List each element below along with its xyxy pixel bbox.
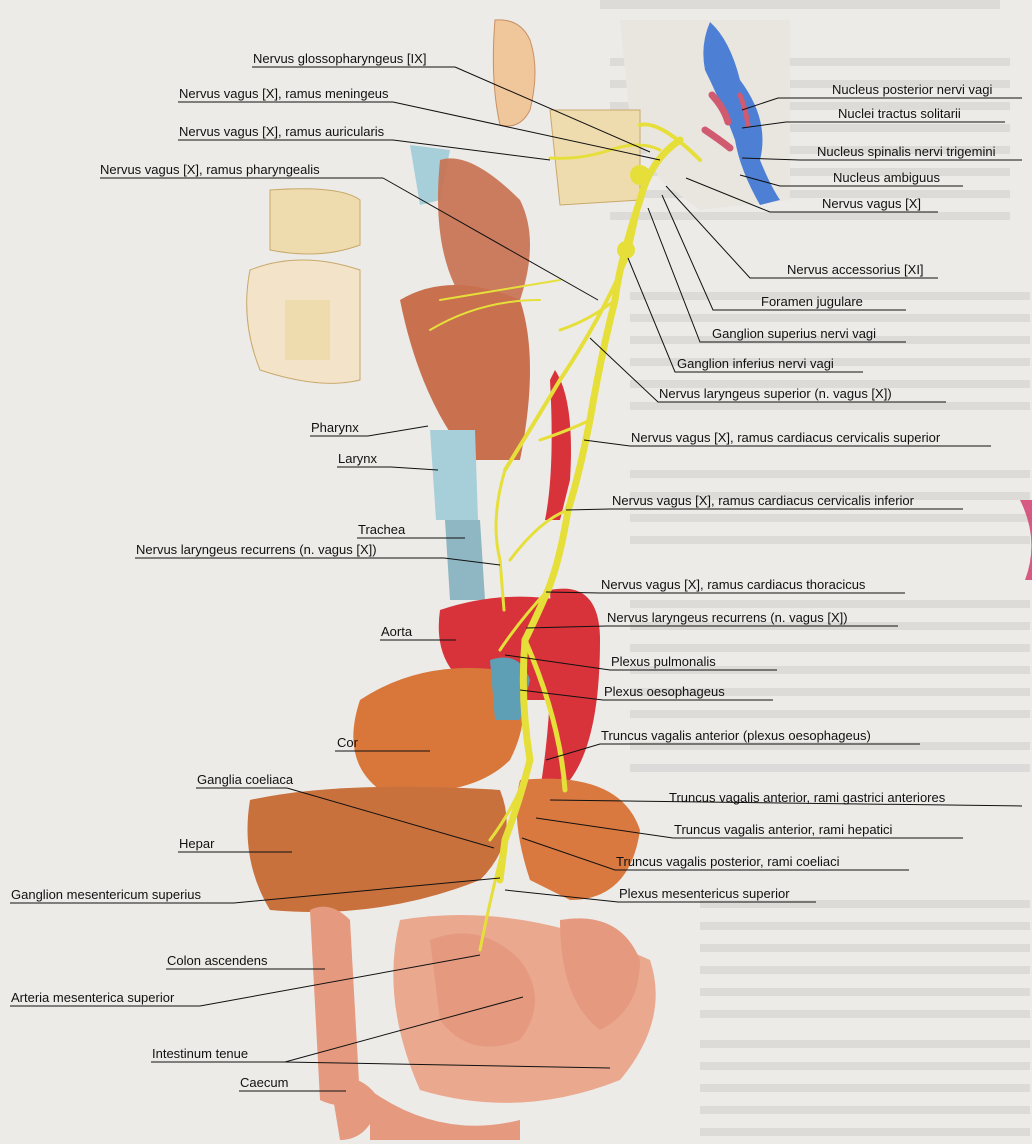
label-cardiacus-thoracicus: Nervus vagus [X], ramus cardiacus thorac… <box>601 577 866 592</box>
label-cardiacus-cervicalis-superior: Nervus vagus [X], ramus cardiacus cervic… <box>631 430 941 445</box>
label-cardiacus-cervicalis-inferior: Nervus vagus [X], ramus cardiacus cervic… <box>612 493 915 508</box>
label-pharynx: Pharynx <box>311 420 359 435</box>
label-ganglia-coeliaca: Ganglia coeliaca <box>197 772 294 787</box>
label-ganglion-inferius: Ganglion inferius nervi vagi <box>677 356 834 371</box>
label-intestinum-tenue: Intestinum tenue <box>152 1046 248 1061</box>
label-plexus-pulmonalis: Plexus pulmonalis <box>611 654 716 669</box>
label-arteria-mesenterica: Arteria mesenterica superior <box>11 990 175 1005</box>
label-truncus-hepatici: Truncus vagalis anterior, rami hepatici <box>674 822 893 837</box>
label-trachea: Trachea <box>358 522 406 537</box>
label-ganglion-superius: Ganglion superius nervi vagi <box>712 326 876 341</box>
label-truncus-coeliaci: Truncus vagalis posterior, rami coeliaci <box>616 854 840 869</box>
label-truncus-gastrici: Truncus vagalis anterior, rami gastrici … <box>669 790 946 805</box>
label-nervus-accessorius: Nervus accessorius [XI] <box>787 262 924 277</box>
label-larynx: Larynx <box>338 451 378 466</box>
label-truncus-anterior: Truncus vagalis anterior (plexus oesopha… <box>601 728 871 743</box>
label-aorta: Aorta <box>381 624 413 639</box>
label-vagus-auricularis: Nervus vagus [X], ramus auricularis <box>179 124 385 139</box>
label-foramen-jugulare: Foramen jugulare <box>761 294 863 309</box>
label-glossopharyngeus: Nervus glossopharyngeus [IX] <box>253 51 426 66</box>
label-laryngeus-superior: Nervus laryngeus superior (n. vagus [X]) <box>659 386 892 401</box>
label-hepar: Hepar <box>179 836 215 851</box>
label-nervus-vagus: Nervus vagus [X] <box>822 196 921 211</box>
label-laryngeus-recurrens-right: Nervus laryngeus recurrens (n. vagus [X]… <box>607 610 848 625</box>
label-vagus-pharyngealis: Nervus vagus [X], ramus pharyngealis <box>100 162 320 177</box>
label-colon-ascendens: Colon ascendens <box>167 953 268 968</box>
label-plexus-oesophageus: Plexus oesophageus <box>604 684 725 699</box>
label-laryngeus-recurrens-left: Nervus laryngeus recurrens (n. vagus [X]… <box>136 542 377 557</box>
label-ganglion-mesentericum: Ganglion mesentericum superius <box>11 887 202 902</box>
label-nucleus-spinalis: Nucleus spinalis nervi trigemini <box>817 144 996 159</box>
label-nuclei-tractus: Nuclei tractus solitarii <box>838 106 961 121</box>
label-nucleus-posterior: Nucleus posterior nervi vagi <box>832 82 993 97</box>
label-nucleus-ambiguus: Nucleus ambiguus <box>833 170 940 185</box>
label-cor: Cor <box>337 735 359 750</box>
label-plexus-mesentericus: Plexus mesentericus superior <box>619 886 790 901</box>
label-vagus-meningeus: Nervus vagus [X], ramus meningeus <box>179 86 389 101</box>
label-caecum: Caecum <box>240 1075 288 1090</box>
